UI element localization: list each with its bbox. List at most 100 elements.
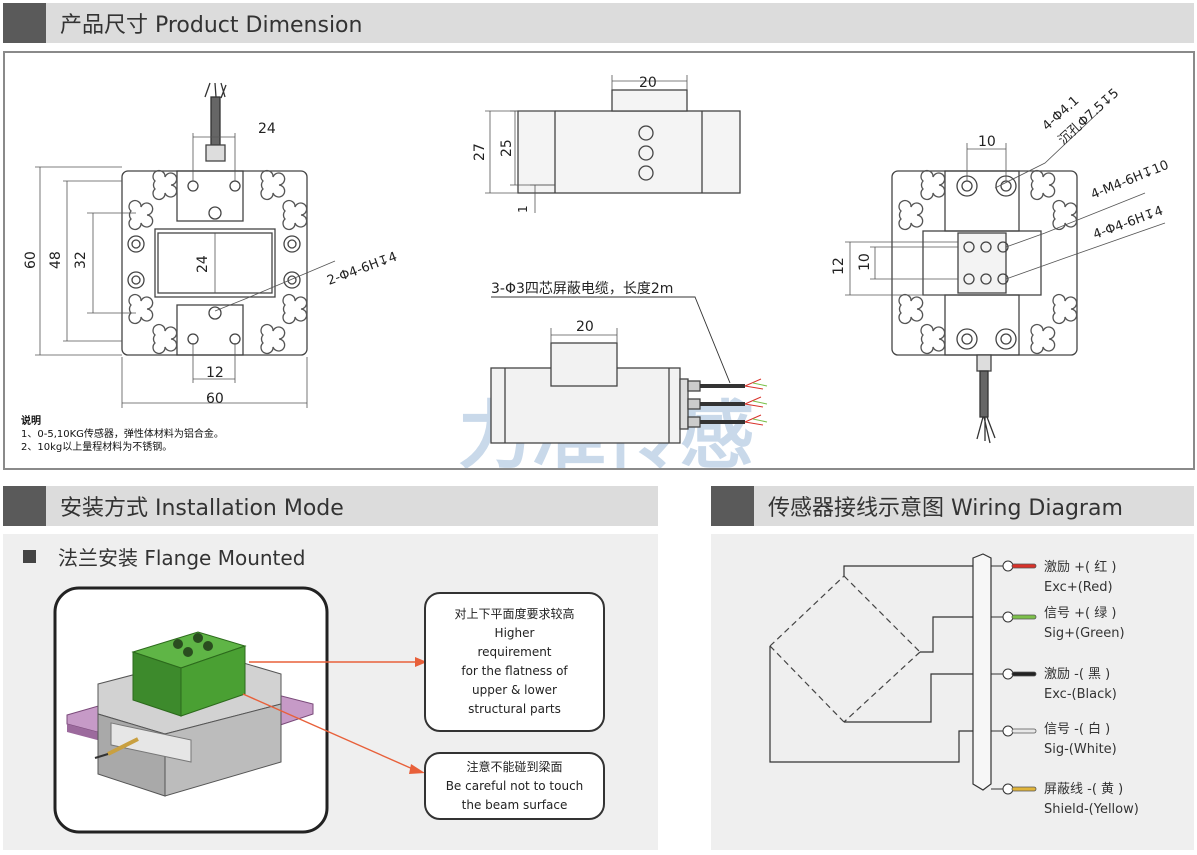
bottom-view [490,342,768,444]
dim-rear-12: 12 [831,257,847,275]
wire-lead-red [1011,563,1037,569]
rear-view [891,169,1078,444]
drawing-notes: 说明 1、0-5,10KG传感器，弹性体材料为铝合金。 2、10kg以上量程材料… [21,415,224,454]
dim-side-25: 25 [499,139,515,157]
bolt-hole-3 [183,647,193,657]
header-accent [3,3,46,43]
wire-label-en: Exc-(Black) [1044,687,1117,702]
callout1-line: for the flatness of [461,664,568,678]
side-view-dimension-text: 20 27 25 1 [472,75,657,213]
header-accent [711,486,754,526]
installation-mode-title: 安装方式 Installation Mode [60,496,344,521]
callout1-line: Higher [494,626,535,640]
beam-surface-warning-callout: 注意不能碰到梁面 Be careful not to touch the bea… [424,752,605,820]
cable-note-leader [491,296,731,384]
wiring-diagram-header: 传感器接线示意图 Wiring Diagram [711,486,1194,526]
dim-side-27: 27 [472,143,488,161]
dim-rear-10: 10 [978,134,996,150]
wire-label-en: Exc+(Red) [1044,580,1113,595]
product-dimension-title: 产品尺寸 Product Dimension [60,13,363,38]
wire-label-en: Shield-(Yellow) [1044,802,1139,817]
cable-sleeve [107,737,139,756]
callout1-line: requirement [477,645,552,659]
dim-front-12: 12 [206,365,224,381]
sensor-slot [110,722,192,763]
bolt-hole-1 [173,639,183,649]
installation-illustration [53,586,427,834]
dim-front-48: 48 [48,251,64,269]
dim-bottom-top: 20 [576,319,594,335]
wire-label-cn: 信号 -( 白 ) [1044,722,1111,737]
flange-mounted-subtitle: 法兰安装 Flange Mounted [23,542,305,571]
callout2-line: 注意不能碰到梁面 [466,759,563,774]
product-dimension-header: 产品尺寸 Product Dimension [3,3,1194,43]
notes-line-1: 1、0-5,10KG传感器，弹性体材料为铝合金。 [21,429,224,440]
flange-mounted-label: 法兰安装 Flange Mounted [58,546,306,570]
wire-colored-leads [1011,563,1037,792]
callout1-line: 对上下平面度要求较高 [454,607,575,621]
rear-note-thread: 4-M4-6H↧10 [1089,158,1171,203]
green-block-side [180,645,246,717]
wire-lead-black [1011,671,1037,677]
wire-lead-green [1011,614,1037,620]
wire-label-exc-plus: 激励 +( 红 ) Exc+(Red) [1044,558,1116,598]
dim-front-24: 24 [195,255,211,273]
wire-label-exc-minus: 激励 -( 黑 ) Exc-(Black) [1044,665,1117,705]
front-view-dimension-lines [35,133,336,408]
wire-lead-white [1011,728,1037,734]
installation-mode-header: 安装方式 Installation Mode [3,486,658,526]
wire-label-sig-minus: 信号 -( 白 ) Sig-(White) [1044,720,1117,760]
side-view [517,89,741,194]
wiring-schematic [769,553,1037,795]
wheatstone-bridge [769,575,921,723]
installation-panel: 法兰安装 Flange Mounted 对上下平面度要求较高 Higher re… [3,534,658,850]
cable-bundle [972,553,992,791]
wire-terminals [991,560,1014,795]
callout1-line: upper & lower [472,683,557,697]
callout-arrowhead-1 [415,657,427,667]
bolt-hole-2 [193,633,203,643]
front-hole-note: 2-Φ4-6H↧4 [325,250,399,289]
dim-side-1: 1 [516,205,530,213]
wire-label-en: Sig+(Green) [1044,626,1125,641]
notes-heading: 说明 [21,416,41,427]
callout2-line: Be careful not to touch [445,778,584,793]
wire-label-shield: 屏蔽线 -( 黄 ) Shield-(Yellow) [1044,780,1139,820]
side-view-dimension-lines [485,75,688,213]
dim-front-height: 60 [23,251,39,269]
rear-note-pin: 4-Φ4-6H↧4 [1091,204,1165,243]
dimension-drawing-panel: 力准传感 [3,51,1195,479]
dim-rear-10b: 10 [857,253,873,271]
dim-front-top: 24 [258,121,276,137]
flatness-requirement-callout: 对上下平面度要求较高 Higher requirement for the fl… [424,592,605,732]
wire-label-en: Sig-(White) [1044,742,1117,757]
wire-label-cn: 激励 -( 黑 ) [1044,667,1111,682]
dim-side-top: 20 [639,75,657,91]
dimension-drawings: 力准传感 [23,75,1171,479]
sensor-body-right [164,703,282,797]
callout-arrow-2 [242,693,416,771]
callout-arrowhead-2 [409,764,425,774]
dim-front-width: 60 [206,391,224,407]
callout1-line: structural parts [468,702,561,716]
wire-label-sig-plus: 信号 +( 绿 ) Sig+(Green) [1044,604,1125,644]
wire-lead-yellow [1011,786,1037,792]
notes-line-2: 2、10kg以上量程材料为不锈钢。 [21,442,173,453]
bottom-view-dimension-lines [550,328,618,343]
wire-label-cn: 信号 +( 绿 ) [1044,606,1117,621]
header-accent [3,486,46,526]
bullet-square-icon [23,550,36,563]
cable-end [94,753,109,759]
cable-note: 3-Φ3四芯屏蔽电缆，长度2m [491,281,673,297]
front-view [121,82,308,356]
front-view-dimension-text: 24 60 48 32 24 12 60 2-Φ4-6H↧4 [23,121,399,407]
callout2-line: the beam surface [461,797,568,812]
wire-label-cn: 屏蔽线 -( 黄 ) [1044,782,1124,797]
wiring-panel: 激励 +( 红 ) Exc+(Red) 信号 +( 绿 ) Sig+(Green… [711,534,1194,850]
rear-view-dimension-lines [845,110,1166,296]
dim-front-32: 32 [73,251,89,269]
wire-label-cn: 激励 +( 红 ) [1044,560,1117,575]
bolt-hole-4 [203,641,213,651]
wiring-diagram-title: 传感器接线示意图 Wiring Diagram [768,496,1123,521]
bridge-connections [769,565,973,763]
